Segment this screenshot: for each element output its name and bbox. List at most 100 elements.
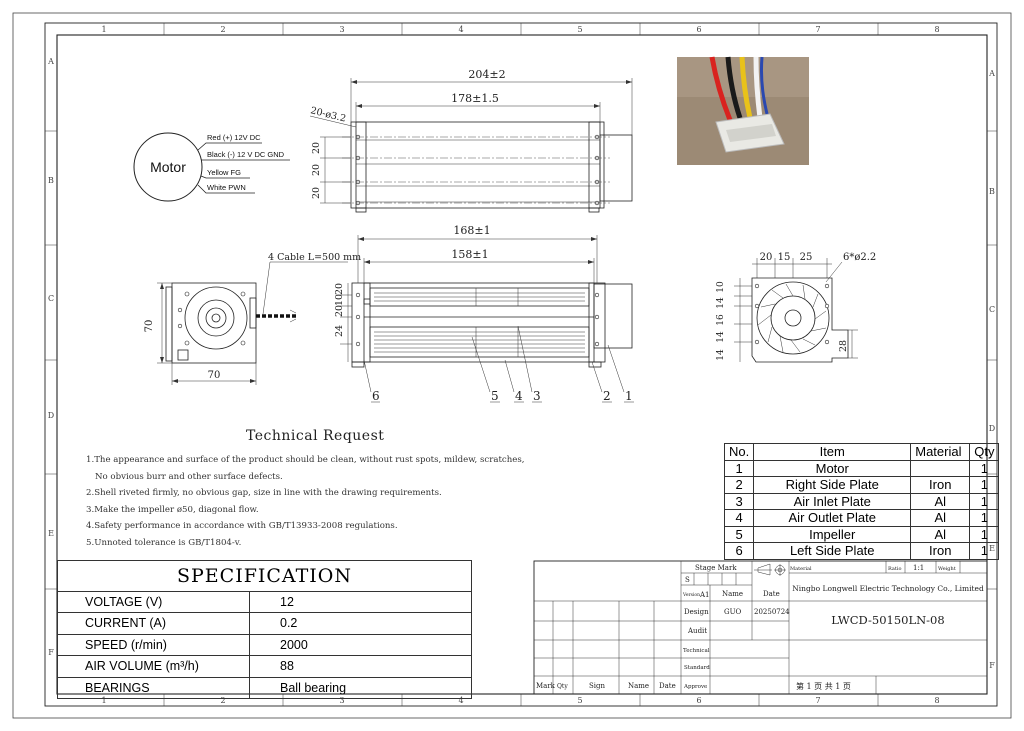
bom-qty: 1 bbox=[969, 525, 1000, 543]
spec-value: 88 bbox=[280, 659, 294, 674]
tb-ratio: Ratio bbox=[888, 566, 901, 572]
col-label-3b: 3 bbox=[339, 696, 344, 705]
tb-design: Design bbox=[684, 608, 709, 616]
dim-body-length: 178±1.5 bbox=[451, 92, 499, 105]
spec-key: VOLTAGE (V) bbox=[58, 592, 250, 613]
specification-title: SPECIFICATION bbox=[58, 561, 471, 592]
front-view: 168±1 158±1 20 10 20 24 6 5 4 3 2 1 bbox=[334, 224, 634, 403]
connector-photo bbox=[677, 56, 809, 165]
dim-right-holes: 6*ø2.2 bbox=[843, 252, 876, 263]
spec-value: Ball bearing bbox=[280, 680, 347, 695]
row-label-f-r: F bbox=[989, 661, 995, 670]
row-label-d-r: D bbox=[989, 424, 995, 433]
bom-row: 2 Right Side Plate Iron 1 bbox=[723, 476, 1000, 494]
row-label-c: C bbox=[48, 294, 54, 303]
wire-label-white: White PWN bbox=[207, 183, 246, 192]
motor-label: Motor bbox=[150, 159, 186, 175]
bom-no: 1 bbox=[723, 459, 755, 477]
col-label-1b: 1 bbox=[101, 696, 106, 705]
spec-key: AIR VOLUME (m³/h) bbox=[58, 656, 250, 677]
dim-holes-top: 20-ø3.2 bbox=[309, 105, 347, 124]
col-label-7: 7 bbox=[815, 25, 820, 34]
spec-key: SPEED (r/min) bbox=[58, 634, 250, 656]
technical-request-list: 1.The appearance and surface of the prod… bbox=[86, 452, 556, 552]
dim-right-v5: 14 bbox=[716, 349, 726, 361]
sheet-inner-border bbox=[56, 34, 988, 695]
col-label-2b: 2 bbox=[220, 696, 225, 705]
tech-line-5: 4.Safety performance in accordance with … bbox=[86, 521, 398, 532]
balloon-6: 6 bbox=[372, 389, 380, 403]
dim-right-top-3: 25 bbox=[800, 252, 813, 263]
bom-material: Al bbox=[910, 492, 971, 510]
bom-qty: 1 bbox=[969, 459, 1000, 477]
specification-table: SPECIFICATION VOLTAGE (V) 12 CURRENT (A)… bbox=[57, 560, 472, 699]
spec-row: CURRENT (A) 0.2 bbox=[58, 613, 471, 635]
row-label-f: F bbox=[48, 648, 54, 657]
bom-item: Left Side Plate bbox=[753, 542, 912, 560]
dim-right-top-2: 15 bbox=[778, 252, 791, 263]
col-label-1: 1 bbox=[101, 25, 106, 34]
tb-version: Version bbox=[682, 592, 700, 598]
col-label-7b: 7 bbox=[815, 696, 820, 705]
row-label-c-r: C bbox=[989, 305, 995, 314]
tb-design-name: GUO bbox=[724, 608, 741, 616]
bom-h-material: Material bbox=[910, 443, 971, 461]
bom-no: 2 bbox=[723, 476, 755, 494]
bom-h-no: No. bbox=[723, 443, 755, 461]
row-label-d: D bbox=[48, 411, 54, 420]
dim-overall-length: 204±2 bbox=[468, 68, 505, 81]
bom-material: Iron bbox=[910, 542, 971, 560]
tb-drawing-no: LWCD-50150LN-08 bbox=[831, 613, 944, 627]
zone-labels: 1 2 3 4 5 6 7 8 1 2 3 4 5 6 7 8 A B C D … bbox=[47, 25, 995, 705]
spec-row: VOLTAGE (V) 12 bbox=[58, 592, 471, 614]
tb-rev-sign: Sign bbox=[589, 682, 606, 690]
col-label-8: 8 bbox=[934, 25, 939, 34]
tb-date-h: Date bbox=[763, 590, 780, 598]
tb-standard: Standard bbox=[684, 665, 710, 671]
bom-row: 5 Impeller Al 1 bbox=[723, 525, 1000, 543]
wire-label-yellow: Yellow FG bbox=[207, 168, 241, 177]
bom-item: Air Inlet Plate bbox=[753, 492, 912, 510]
tb-rev-mark: Mark bbox=[536, 682, 556, 690]
tb-rev-qty: Qty bbox=[557, 683, 568, 690]
dim-cable: 4 Cable L=500 mm bbox=[268, 252, 361, 263]
col-label-6b: 6 bbox=[696, 696, 701, 705]
balloon-1: 1 bbox=[625, 389, 633, 403]
zone-ticks bbox=[45, 23, 997, 706]
bom-header: No. Item Material Qty bbox=[723, 443, 1000, 461]
bill-of-materials: No. Item Material Qty 1 Motor 1 2 Right … bbox=[723, 443, 1000, 560]
col-label-3: 3 bbox=[339, 25, 344, 34]
bom-item: Right Side Plate bbox=[753, 476, 912, 494]
tb-rev-date: Date bbox=[659, 682, 676, 690]
tb-ratio-val: 1:1 bbox=[913, 564, 924, 572]
dim-right-outlet: 28 bbox=[838, 340, 849, 352]
col-label-5: 5 bbox=[577, 25, 582, 34]
dim-front-body: 158±1 bbox=[451, 248, 488, 261]
bom-no: 6 bbox=[723, 542, 755, 560]
spec-key: BEARINGS bbox=[58, 677, 250, 698]
dim-front-v4: 24 bbox=[334, 325, 345, 337]
side-view: 4 Cable L=500 mm 70 70 bbox=[144, 252, 361, 385]
dim-top-v2: 20 bbox=[311, 164, 322, 176]
dim-right-v3: 16 bbox=[716, 314, 726, 326]
tb-company: Ningbo Longwell Electric Technology Co.,… bbox=[792, 584, 984, 593]
bom-material: Iron bbox=[910, 476, 971, 494]
bom-qty: 1 bbox=[969, 542, 1000, 560]
sheet-outer-border bbox=[12, 12, 1012, 719]
dim-front-v3: 20 bbox=[334, 305, 345, 317]
bom-material: Al bbox=[910, 509, 971, 527]
row-label-a-r: A bbox=[988, 69, 995, 78]
tb-weight: Weight bbox=[938, 566, 956, 572]
tech-line-2: No obvious burr and other surface defect… bbox=[95, 471, 283, 482]
wire-label-black: Black (-) 12 V DC GND bbox=[207, 150, 285, 159]
tb-approve: Approve bbox=[683, 684, 707, 690]
spec-row: SPEED (r/min) 2000 bbox=[58, 634, 471, 657]
row-label-a: A bbox=[47, 57, 54, 66]
motor-wiring-diagram: Motor Red (+) 12V DC Black (-) 12 V DC G… bbox=[133, 132, 290, 202]
tb-design-date: 20250724 bbox=[754, 608, 790, 616]
wire-label-red: Red (+) 12V DC bbox=[207, 133, 261, 142]
tech-line-4: 3.Make the impeller ø50, diagonal flow. bbox=[86, 504, 259, 515]
tech-line-6: 5.Unnoted tolerance is GB/T1804-v. bbox=[86, 537, 242, 548]
tb-audit: Audit bbox=[687, 627, 707, 635]
dim-right-top-1: 20 bbox=[760, 252, 773, 263]
